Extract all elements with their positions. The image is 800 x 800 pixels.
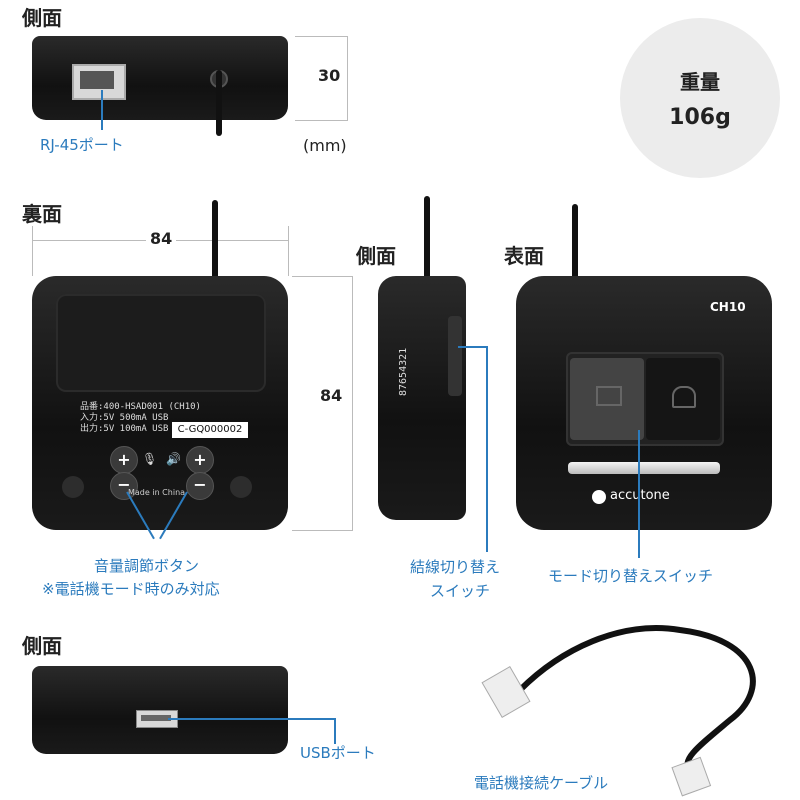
- mode-switch[interactable]: [566, 352, 724, 446]
- model-label: CH10: [710, 300, 746, 314]
- headset-icon: [646, 358, 720, 440]
- line-switch[interactable]: [448, 316, 462, 396]
- rubber-foot: [230, 476, 252, 498]
- weight-badge: 重量 106g: [620, 18, 780, 178]
- device-front: CH10 accutone: [516, 276, 772, 530]
- spec-line: 出力:5V 100mA USB: [80, 424, 169, 434]
- cable-label: 電話機接続ケーブル: [474, 774, 609, 792]
- mid-cable: [424, 196, 430, 286]
- microphone-icon: 🎙: [142, 452, 158, 466]
- width-dim-84: 84: [146, 229, 177, 248]
- minus-icon[interactable]: −: [110, 472, 138, 500]
- weight-label: 重量: [680, 70, 720, 94]
- speaker-icon: 🔊: [166, 452, 181, 466]
- height-dim-30: 30: [318, 66, 341, 85]
- height-dim-84: 84: [320, 386, 343, 405]
- back-spec-label: 品番:400-HSAD001 (CH10) 入力:5V 500mA USB 出力…: [80, 402, 201, 435]
- back-cover: [56, 294, 266, 392]
- line-switch-label: 結線切り替え: [410, 558, 501, 576]
- monitor-icon: [570, 358, 644, 440]
- spec-line: 入力:5V 500mA USB: [80, 413, 169, 423]
- top-cable: [216, 70, 222, 136]
- serial-code-sticker: C-GQ000002: [172, 422, 248, 438]
- mid-side-heading: 側面: [356, 244, 396, 268]
- plus-icon[interactable]: +: [110, 446, 138, 474]
- usb-port-label: USBポート: [300, 744, 376, 762]
- volume-button-label: 音量調節ボタン: [94, 557, 200, 575]
- plus-icon[interactable]: +: [186, 446, 214, 474]
- device-side-bottom: [32, 666, 288, 754]
- rj45-port-label: RJ-45ポート: [40, 136, 124, 154]
- rj45-port: [72, 64, 126, 100]
- rubber-foot: [62, 476, 84, 498]
- device-back: 品番:400-HSAD001 (CH10) 入力:5V 500mA USB 出力…: [32, 276, 288, 530]
- device-side-mid: 87654321: [378, 276, 466, 520]
- bottom-side-heading: 側面: [22, 634, 62, 658]
- mode-switch-label: モード切り替えスイッチ: [548, 567, 714, 585]
- weight-value: 106g: [669, 105, 731, 130]
- led-bar: [568, 462, 720, 474]
- accutone-logo-icon: [592, 490, 606, 504]
- made-in-label: Made in China: [128, 488, 186, 497]
- front-cable: [572, 204, 578, 284]
- back-cable: [212, 200, 218, 280]
- device-side-top: [32, 36, 288, 120]
- unit-label: (mm): [303, 136, 347, 155]
- back-heading: 裏面: [22, 202, 62, 226]
- spec-line: 品番:400-HSAD001 (CH10): [80, 402, 201, 412]
- phone-mode-note: ※電話機モード時のみ対応: [42, 580, 220, 598]
- front-heading: 表面: [504, 244, 544, 268]
- minus-icon[interactable]: −: [186, 472, 214, 500]
- top-side-heading: 側面: [22, 6, 62, 30]
- line-switch-label-2: スイッチ: [430, 582, 491, 600]
